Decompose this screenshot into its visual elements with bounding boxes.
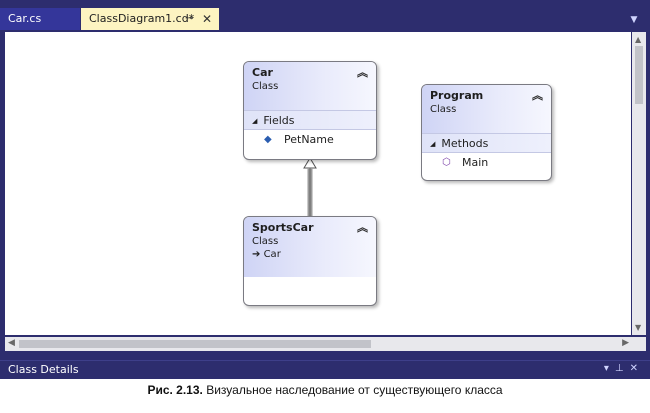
panel-controls: ▾⊥✕ [604,363,644,374]
private-method-icon: ⬡ [442,157,451,168]
document-tab-strip: Car.cs ClassDiagram1.cd* ⊸ ✕ ▼ [0,0,650,30]
member-petname[interactable]: ◆ PetName [244,130,376,150]
section-fields[interactable]: ◢ Fields [244,110,376,130]
caption-label: Рис. 2.13. [147,383,203,397]
section-methods[interactable]: ◢ Methods [422,133,551,153]
expand-triangle-icon[interactable]: ◢ [252,117,258,125]
class-name: Program [430,89,484,102]
scroll-up-icon[interactable]: ▲ [635,35,642,44]
base-class-name: Car [263,249,281,260]
inherits-arrow-icon: ➔ [252,249,261,260]
pin-icon[interactable]: ⊥ [614,363,630,374]
member-name: PetName [284,133,334,146]
class-details-panel-header[interactable]: Class Details ▾⊥✕ [0,360,650,379]
caption-text: Визуальное наследование от существующего… [206,383,503,397]
class-shape-sportscar[interactable]: SportsCar Class ➔ Car ︽ [243,216,377,306]
dropdown-icon[interactable]: ▾ [603,363,615,374]
scroll-down-icon[interactable]: ▼ [635,323,642,332]
scrollbar-corner [632,337,646,351]
tab-label: ClassDiagram1.cd* [89,12,195,25]
scroll-left-icon[interactable]: ◀ [8,338,15,348]
class-shape-car[interactable]: Car Class ︽ ◢ Fields ◆ PetName [243,61,377,160]
section-title: Fields [263,114,295,127]
field-icon: ◆ [264,134,272,145]
class-kind: Class [252,81,279,92]
vertical-scroll-thumb[interactable] [635,46,643,104]
base-class-label: ➔ Car [252,248,368,261]
scroll-right-icon[interactable]: ▶ [622,338,629,348]
close-icon[interactable]: ✕ [629,363,644,374]
tab-label: Car.cs [8,12,42,25]
tab-overflow-dropdown-icon[interactable]: ▼ [630,15,638,25]
section-title: Methods [441,137,489,150]
expand-triangle-icon[interactable]: ◢ [430,140,436,148]
class-kind: Class [430,104,457,115]
horizontal-scrollbar[interactable]: ◀ ▶ [5,337,632,351]
class-header: SportsCar Class ➔ Car ︽ [244,217,376,277]
collapse-chevron-icon[interactable]: ︽ [357,66,368,79]
class-kind: Class [252,236,279,247]
inheritance-connector[interactable] [300,157,320,220]
class-shape-program[interactable]: Program Class ︽ ◢ Methods ⬡ Main [421,84,552,181]
collapse-chevron-icon[interactable]: ︽ [357,221,368,234]
pin-icon[interactable]: ⊸ [185,13,194,24]
class-name: Car [252,66,273,79]
member-name: Main [462,156,489,169]
vertical-scrollbar[interactable]: ▲ ▼ [632,32,646,335]
tab-car-cs[interactable]: Car.cs [0,8,80,30]
figure-caption: Рис. 2.13. Визуальное наследование от су… [0,383,650,397]
member-main[interactable]: ⬡ Main [422,153,551,173]
class-name: SportsCar [252,221,314,234]
tab-class-diagram[interactable]: ClassDiagram1.cd* ⊸ ✕ [81,8,219,30]
panel-title: Class Details [8,363,79,376]
class-header: Program Class ︽ [422,85,551,133]
close-icon[interactable]: ✕ [202,12,213,26]
horizontal-scroll-thumb[interactable] [19,340,371,348]
collapse-chevron-icon[interactable]: ︽ [532,89,543,102]
class-header: Car Class ︽ [244,62,376,110]
